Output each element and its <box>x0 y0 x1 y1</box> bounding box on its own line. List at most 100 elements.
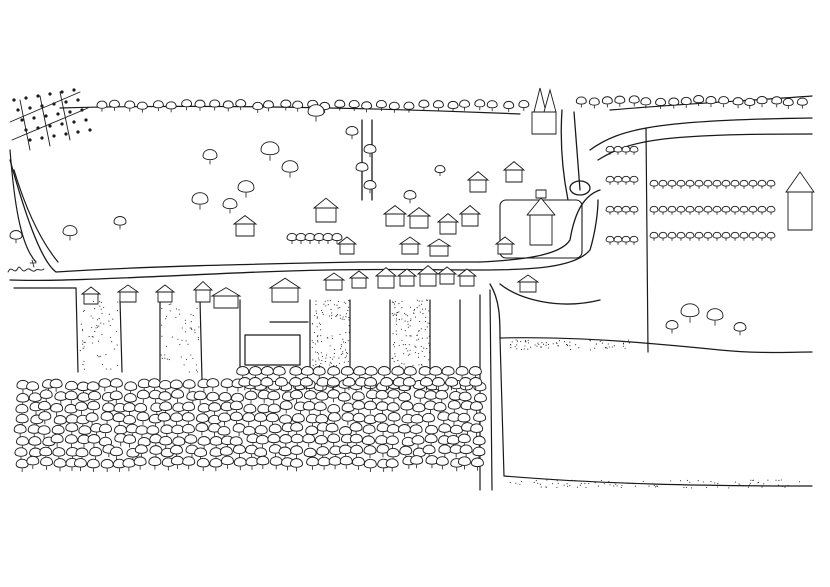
forest-tree <box>233 457 247 467</box>
stipple-dot <box>330 308 332 310</box>
stipple-dot <box>171 336 173 338</box>
stipple-dot <box>401 339 403 341</box>
stipple-dot <box>347 360 349 363</box>
southeast-field-west <box>499 337 505 477</box>
forest-tree <box>13 424 27 434</box>
stipple-dot <box>615 483 617 485</box>
stipple-dot <box>697 480 699 482</box>
stipple-dot <box>316 316 318 318</box>
field-tree <box>345 126 359 136</box>
stipple-dot <box>410 318 412 320</box>
stipple-dot <box>648 485 650 487</box>
house-wall <box>409 215 429 229</box>
forest-tree <box>109 390 123 401</box>
stipple-dot <box>397 360 399 362</box>
stipple-dot <box>345 332 347 334</box>
stipple-dot <box>683 486 685 489</box>
orchard-tree <box>72 120 76 124</box>
hedge-tree <box>459 99 470 108</box>
hedge-tree <box>165 101 177 110</box>
stipple-dot <box>628 342 630 344</box>
avenue-tree <box>712 231 722 239</box>
orchard-tree <box>28 138 32 142</box>
avenue-tree <box>658 179 668 187</box>
stipple-dot <box>424 329 426 331</box>
house-roof <box>456 268 478 277</box>
stipple-dot <box>342 353 344 355</box>
stipple-dot <box>761 486 763 488</box>
east-field-line <box>645 127 649 353</box>
stipple-dot <box>395 320 397 322</box>
stipple-dot <box>584 483 586 485</box>
stipple-dot <box>557 345 559 347</box>
stipple-dot <box>319 323 322 326</box>
stipple-dot <box>188 371 190 373</box>
forest-tree <box>445 377 459 387</box>
forest-tree <box>398 391 412 402</box>
stipple-dot <box>345 352 348 354</box>
stipple-dot <box>404 320 406 322</box>
forest-tree <box>386 423 400 434</box>
forest-tree <box>290 458 303 468</box>
stipple-dot <box>323 303 325 305</box>
forest-tree <box>135 425 149 435</box>
forest-tree <box>375 389 389 400</box>
stipple-dot <box>83 341 85 343</box>
stipple-dot <box>613 485 615 487</box>
stipple-dot <box>525 341 527 343</box>
stipple-dot <box>101 364 103 366</box>
forest-tree <box>123 434 137 444</box>
forest-tree <box>410 455 424 465</box>
stipple-dot <box>325 354 328 356</box>
stipple-dot <box>91 336 93 338</box>
stipple-dot <box>336 304 338 306</box>
hedge-tree <box>782 97 794 107</box>
stipple-dot <box>670 480 672 482</box>
stipple-dot <box>416 307 418 309</box>
stipple-dot <box>99 305 101 307</box>
avenue-tree <box>721 205 731 213</box>
road-north-east <box>573 111 581 191</box>
stipple-dot <box>331 315 333 317</box>
forest-tree <box>28 392 42 402</box>
stipple-dot <box>184 319 186 321</box>
forest-tree <box>289 366 303 376</box>
stipple-dot <box>775 479 777 481</box>
stipple-dot <box>331 337 333 339</box>
tree-layer <box>9 95 808 473</box>
stipple-dot <box>425 316 427 318</box>
stipple-dot <box>710 481 712 483</box>
forest-tree <box>278 446 292 457</box>
forest-tree <box>242 412 256 422</box>
forest-tree <box>469 377 483 387</box>
orchard-tree <box>40 136 44 140</box>
stipple-dot <box>318 359 320 361</box>
forest-tree <box>411 435 425 445</box>
stipple-dot <box>111 341 113 343</box>
hedge-tree <box>668 97 680 106</box>
stipple-dot <box>198 326 200 328</box>
orchard-tree <box>12 98 16 102</box>
stipple-dot <box>344 349 346 351</box>
forest-tree <box>134 402 148 413</box>
forest-tree <box>339 444 352 455</box>
hedge-tree <box>152 100 164 109</box>
stipple-dot <box>690 487 693 489</box>
southeast-field-bottom <box>503 475 813 487</box>
orchard-tree <box>68 110 72 114</box>
stipple-dot <box>92 336 94 338</box>
orchard-tree <box>76 130 80 134</box>
forest-tree <box>146 425 160 435</box>
stipple-dot <box>392 333 394 335</box>
forest-tree <box>375 435 389 445</box>
stipple-dot <box>620 486 622 489</box>
forest-tree <box>15 403 29 414</box>
east-manor <box>785 171 815 231</box>
forest-tree <box>317 456 331 467</box>
house-wall <box>401 243 419 255</box>
stipple-dot <box>311 339 313 341</box>
forest-tree <box>328 456 342 466</box>
stipple-dot <box>409 353 411 355</box>
hedge-tree <box>796 97 808 106</box>
